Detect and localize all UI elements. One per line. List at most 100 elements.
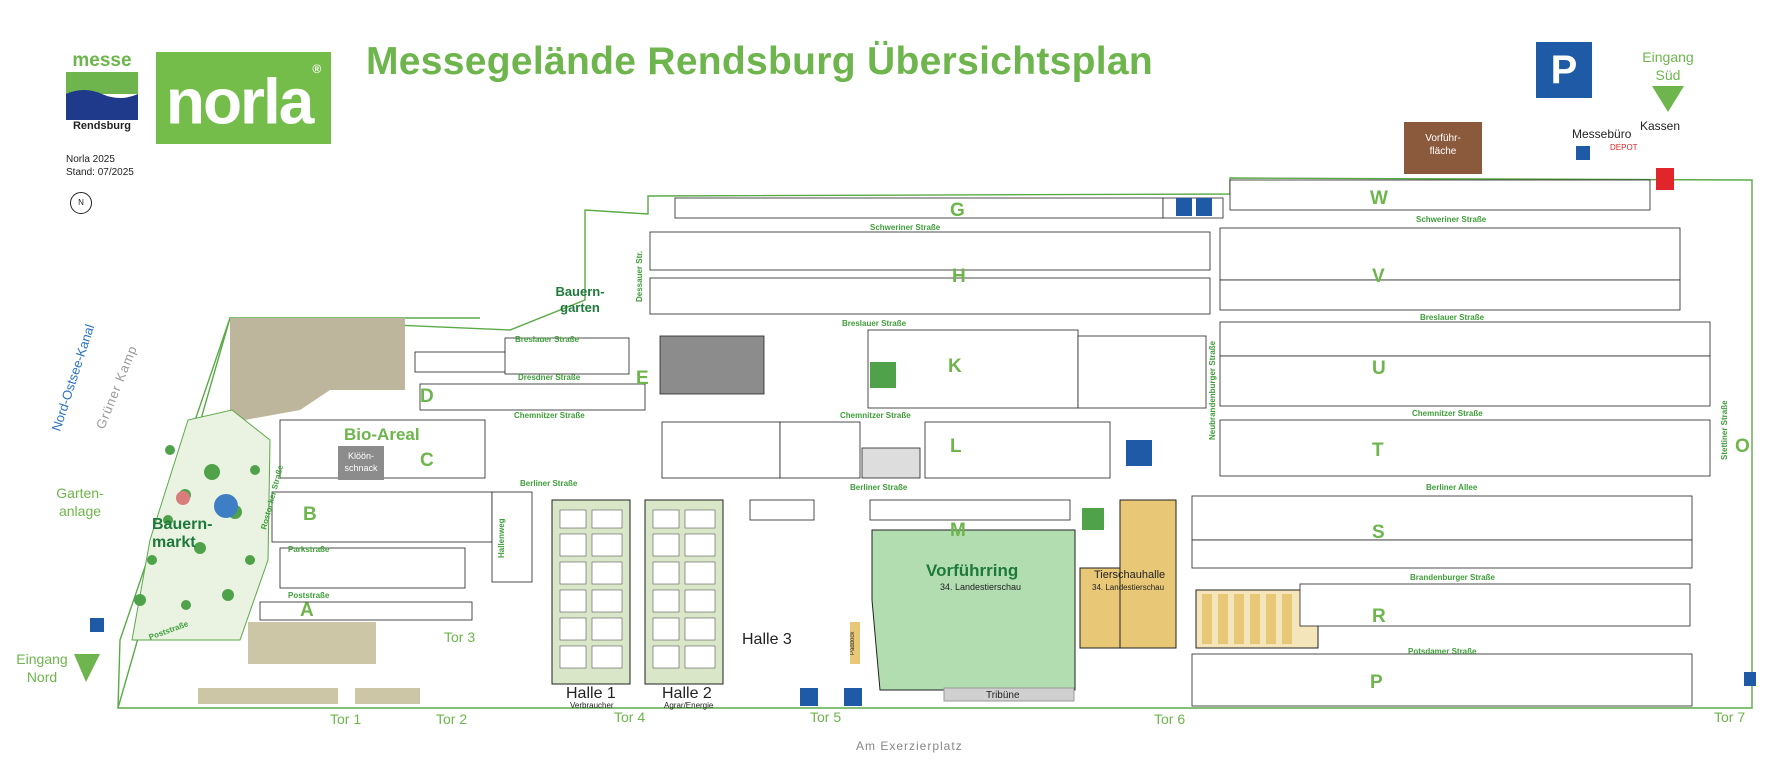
vorfuehrflaeche-block[interactable] [1404,122,1482,174]
street-poststrasse-1: Poststraße [288,591,330,600]
zone-t: T [1372,440,1384,461]
street-stettiner: Stettiner Straße [1720,400,1729,460]
tierschauhalle-main[interactable] [1119,499,1177,649]
zone-d: D [420,386,434,407]
street-brandenburger: Brandenburger Straße [1410,573,1495,582]
halle-2-label: Halle 2 [662,685,712,702]
zone-c: C [420,450,434,471]
street-dresdner: Dresdner Straße [518,373,581,382]
garden-pavilion [176,491,190,505]
vorfuehrring-area[interactable] [871,529,1076,691]
logo-brand-word: norla [165,65,314,138]
halle-3-label: Halle 3 [742,631,792,648]
garden-area [131,409,271,641]
m20-sign-icon [1082,508,1104,530]
street-neubrandenburger: Neubrandenburger Straße [1208,340,1217,440]
bauerngarten-label: Bauern- garten [555,284,605,315]
gate-tor-1[interactable]: Tor 1 [330,711,361,727]
zone-b: B [303,504,317,525]
k1-area[interactable] [659,335,765,395]
street-berliner-1: Berliner Straße [520,479,578,488]
eingang-nord-arrow-icon[interactable] [74,654,100,682]
vorfuehrring-label: Vorführring [926,561,1018,580]
zone-u: U [1372,358,1386,379]
feuerwehr-label: Feuerwehr [1642,693,1685,703]
zone-w: W [1370,188,1388,209]
gate-tor-2[interactable]: Tor 2 [436,711,467,727]
tierschauhalle-label: Tierschauhalle [1094,569,1165,581]
gravel-strip-2 [355,688,420,704]
kloenschnack-label: Klöön- schnack [338,446,384,480]
gravel-strip-1 [198,688,338,704]
garden-pond [214,494,238,518]
wheelchair-icon [1576,146,1590,160]
gate-tor-3[interactable]: Tor 3 [444,629,475,645]
street-berliner-2: Berliner Straße [850,483,908,492]
vorfuehrflaeche-label: Vorführ- fläche [1425,133,1461,157]
zone-e: E [636,368,649,389]
street-chemnitzer-1: Chemnitzer Straße [514,411,585,420]
tierschauhalle-sublabel: 34. Landestierschau [1092,583,1164,592]
tribuene-block[interactable] [943,687,1075,702]
l8-area[interactable] [861,447,921,479]
meta-date: Stand: 07/2025 [66,167,134,178]
zone-r: R [1372,606,1386,627]
street-chemnitzer-2: Chemnitzer Straße [840,411,911,420]
logo-messe-word: messe [72,50,132,71]
street-schweriner-1: Schweriner Straße [870,223,941,232]
gate-tor-5[interactable]: Tor 5 [810,709,841,725]
halle-1-sublabel: Verbraucher [570,701,614,710]
stand-blocks[interactable] [259,179,1711,707]
bio-areal-label: Bio-Areal [344,425,420,444]
restaurant-icon [1126,440,1152,466]
zone-a: A [300,600,314,621]
eingang-sued-arrow-icon[interactable] [1652,86,1684,112]
zone-p: P [1370,672,1383,693]
vorfuehrring-sublabel: 34. Landestierschau [940,582,1021,592]
hall-stand-grid [559,509,716,669]
gravel-area [230,318,405,420]
zone-v: V [1372,266,1385,287]
street-breslauer-2: Breslauer Straße [1420,313,1485,322]
plan-meta: Norla 2025 Stand: 07/2025 [66,153,134,179]
cattle-stalls [1202,594,1292,644]
gravel-area-south [248,622,376,664]
zone-g: G [950,200,965,221]
paddock-label: Paddock [850,622,860,664]
compass-icon: N [70,192,92,214]
street-parkstrasse: Parkstraße [288,545,330,554]
street-hallenweg: Hallenweg [497,518,506,558]
zone-o: O [1735,436,1750,457]
street-breslauer-3: Breslauer Straße [515,335,580,344]
kassen-red-marker [1656,168,1674,190]
street-breslauer-1: Breslauer Straße [842,319,907,328]
bauernmarkt-label: Bauern- markt [152,516,213,551]
street-chemnitzer-3: Chemnitzer Straße [1412,409,1483,418]
street-potsdamer: Potsdamer Straße [1408,647,1477,656]
zone-l: L [950,436,962,457]
meta-event: Norla 2025 [66,154,115,165]
eingang-nord-label[interactable]: Eingang Nord [16,651,68,685]
l-area-sign-icon [870,362,896,388]
messe-rendsburg-logo: messe Rendsburg [66,50,138,132]
street-dessauer: Dessauer Str. [635,251,644,302]
depot-label: DEPOT [1610,143,1638,152]
page-title: Messegelände Rendsburg Übersichtsplan [366,40,1153,83]
gate-tor-7[interactable]: Tor 7 [1714,709,1745,725]
street-schweriner-2: Schweriner Straße [1416,215,1487,224]
gate-tor-6[interactable]: Tor 6 [1154,711,1185,727]
zone-h: H [952,266,966,287]
logo-wave-graphic [66,72,138,120]
gartenanlage-label: Garten- anlage [56,485,104,519]
zone-k: K [948,356,962,377]
zone-m: M [950,520,966,541]
gate-tor-4[interactable]: Tor 4 [614,709,645,725]
messebuero-label: Messebüro [1572,127,1632,141]
norla-logo: norla® [156,52,331,144]
eingang-sued-label[interactable]: Eingang Süd [1642,49,1694,83]
parking-sign-icon: P [1536,42,1592,98]
street-berliner-allee: Berliner Allee [1426,483,1478,492]
halle-2-sublabel: Agrar/Energie [664,701,714,710]
nord-ostsee-kanal-label: Nord-Ostsee-Kanal [49,322,98,433]
